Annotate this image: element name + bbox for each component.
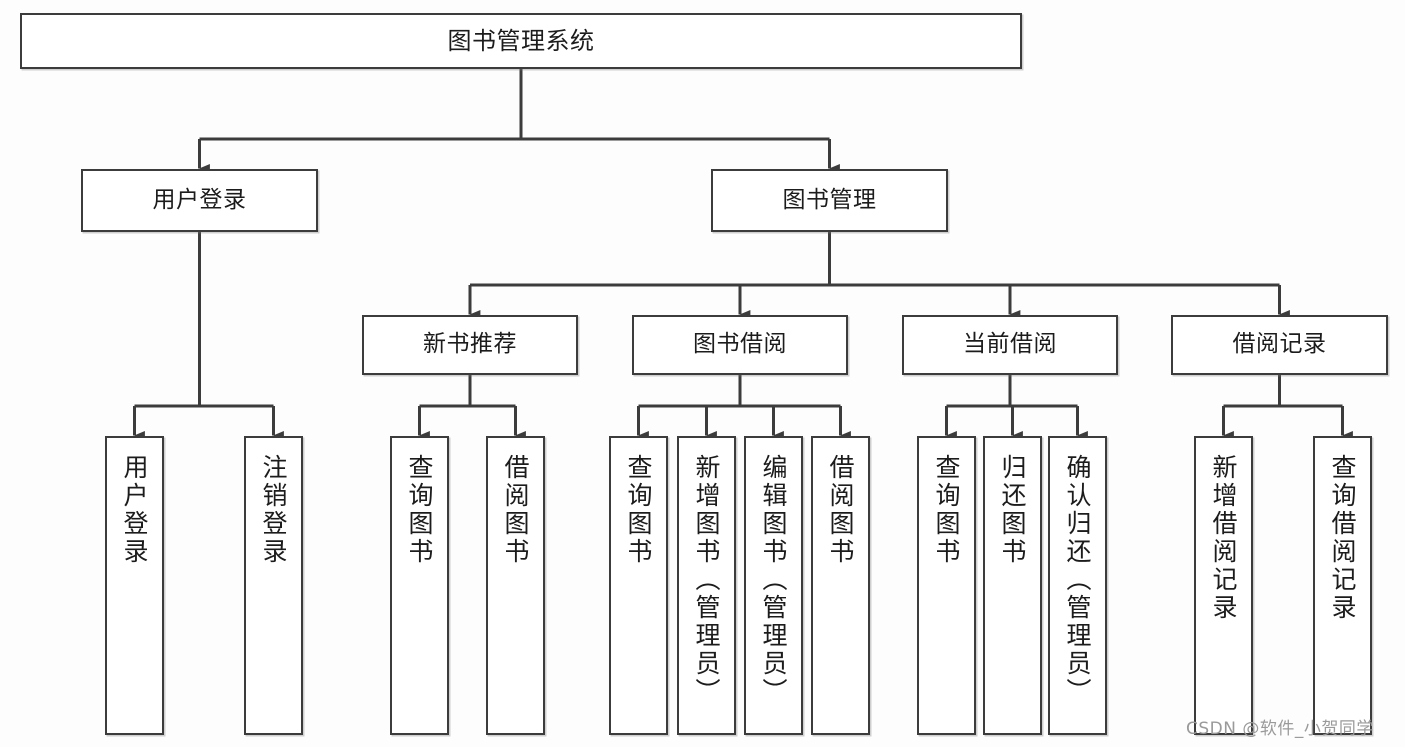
node-l_bo_lend[interactable]: 借阅图书 bbox=[811, 436, 870, 735]
node-label: 用户登录 bbox=[152, 186, 247, 213]
node-label: 借阅记录 bbox=[1232, 331, 1327, 358]
node-label: 图书借阅 bbox=[693, 331, 787, 358]
node-label: 编辑图书（管理员） bbox=[759, 454, 788, 706]
node-label: 图书管理 bbox=[782, 186, 877, 213]
node-l_cu_return[interactable]: 归还图书 bbox=[983, 436, 1042, 735]
node-label: 借阅图书 bbox=[501, 454, 530, 566]
node-l_logout[interactable]: 注销登录 bbox=[244, 436, 303, 735]
node-l_nb_query[interactable]: 查询图书 bbox=[390, 436, 449, 735]
node-l_re_query[interactable]: 查询借阅记录 bbox=[1313, 436, 1372, 735]
node-borrow[interactable]: 图书借阅 bbox=[632, 315, 848, 375]
node-label: 用户登录 bbox=[120, 454, 149, 566]
watermark-text: CSDN @软件_小贺同学 bbox=[1186, 719, 1374, 739]
node-l_nb_borrow[interactable]: 借阅图书 bbox=[486, 436, 545, 735]
node-root[interactable]: 图书管理系统 bbox=[20, 13, 1022, 69]
node-records[interactable]: 借阅记录 bbox=[1171, 315, 1388, 375]
node-label: 当前借阅 bbox=[963, 331, 1057, 358]
node-label: 查询图书 bbox=[932, 454, 961, 566]
node-current[interactable]: 当前借阅 bbox=[902, 315, 1118, 375]
node-login[interactable]: 用户登录 bbox=[81, 169, 318, 232]
node-label: 新增图书（管理员） bbox=[692, 454, 721, 706]
node-l_bo_edit[interactable]: 编辑图书（管理员） bbox=[744, 436, 803, 735]
node-l_cu_query[interactable]: 查询图书 bbox=[917, 436, 976, 735]
node-label: 注销登录 bbox=[259, 454, 288, 566]
node-label: 查询图书 bbox=[624, 454, 653, 566]
node-newbook[interactable]: 新书推荐 bbox=[362, 315, 578, 375]
node-label: 查询借阅记录 bbox=[1328, 454, 1357, 622]
node-l_bo_add[interactable]: 新增图书（管理员） bbox=[677, 436, 736, 735]
connector-lines bbox=[133, 69, 1353, 440]
node-label: 查询图书 bbox=[405, 454, 434, 566]
node-l_login[interactable]: 用户登录 bbox=[105, 436, 164, 735]
node-l_re_add[interactable]: 新增借阅记录 bbox=[1194, 436, 1253, 735]
node-bookmgmt[interactable]: 图书管理 bbox=[711, 169, 948, 232]
node-label: 图书管理系统 bbox=[447, 26, 595, 55]
node-label: 确认归还（管理员） bbox=[1063, 454, 1092, 706]
node-label: 借阅图书 bbox=[826, 454, 855, 566]
node-l_bo_query[interactable]: 查询图书 bbox=[609, 436, 668, 735]
node-l_cu_ok[interactable]: 确认归还（管理员） bbox=[1048, 436, 1107, 735]
node-label: 新增借阅记录 bbox=[1209, 454, 1238, 622]
node-label: 新书推荐 bbox=[423, 331, 517, 358]
node-label: 归还图书 bbox=[998, 454, 1027, 566]
